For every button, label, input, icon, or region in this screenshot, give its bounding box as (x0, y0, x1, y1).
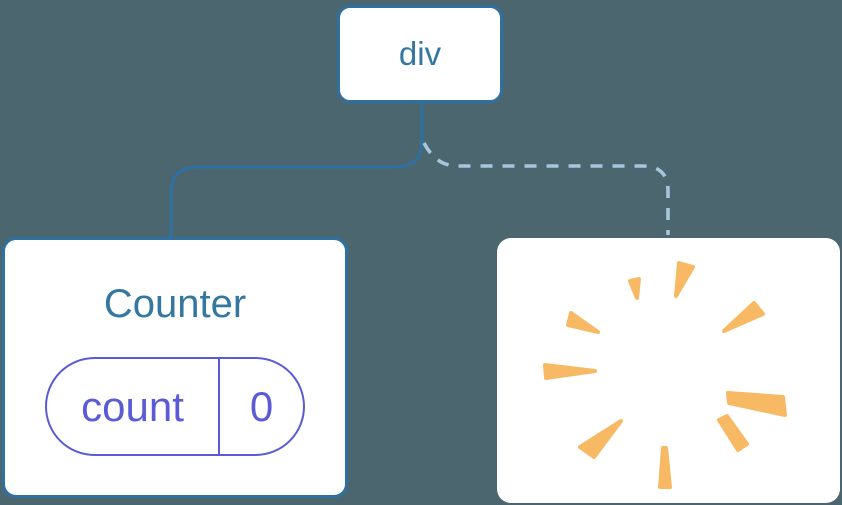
poof-ray-left (543, 363, 597, 380)
counter-component-card: Counter count 0 (2, 237, 348, 498)
connector-solid-kept-child (169, 102, 424, 238)
poof-ray-lower-right (717, 414, 749, 452)
state-value-label: 0 (249, 382, 274, 430)
poof-ray-bottom (658, 446, 672, 489)
poof-ray-upper-left (566, 311, 600, 334)
state-key-label: count (81, 382, 184, 430)
tree-node-div: div (337, 5, 503, 103)
poof-ray-top-large (674, 261, 695, 298)
state-value-cell: 0 (220, 359, 303, 454)
state-key-cell: count (47, 359, 220, 454)
poof-icon (543, 261, 787, 489)
poof-ray-upper-right (722, 301, 765, 333)
state-pill: count 0 (45, 357, 305, 456)
counter-title: Counter (103, 282, 247, 326)
poof-ray-top-small (628, 277, 641, 300)
removed-component-card (497, 238, 840, 503)
poof-ray-lower-left (578, 419, 623, 459)
tree-node-div-label: div (398, 35, 442, 72)
poof-ray-right-large (726, 391, 787, 417)
connector-dashed-removed-child (422, 142, 670, 235)
